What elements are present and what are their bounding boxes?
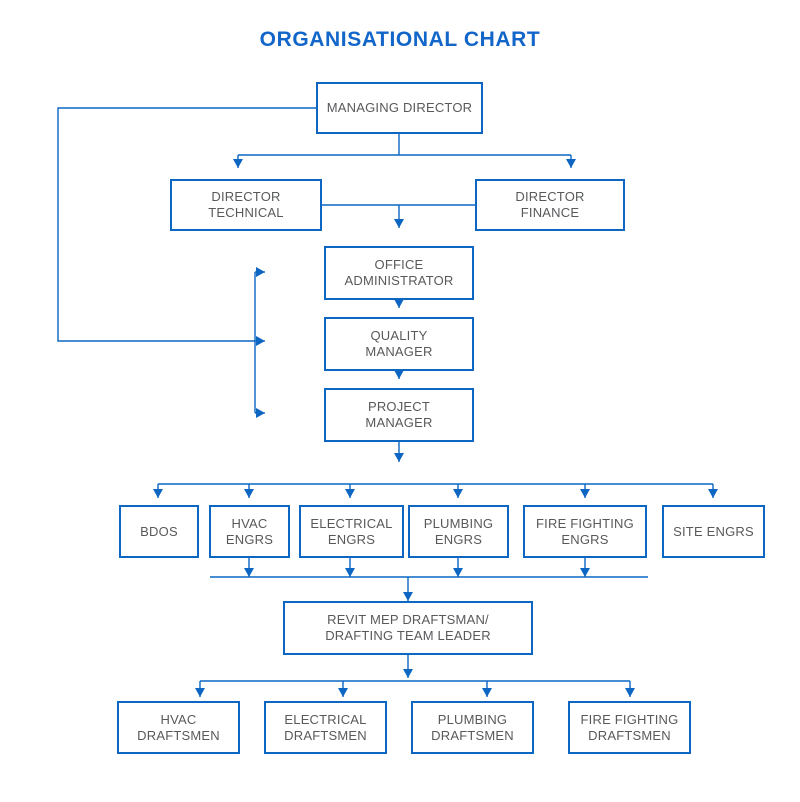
node-managing-director[interactable]: MANAGING DIRECTOR: [316, 82, 483, 134]
node-quality-manager[interactable]: QUALITY MANAGER: [324, 317, 474, 371]
node-project-manager[interactable]: PROJECT MANAGER: [324, 388, 474, 442]
node-fire-fighting-engrs[interactable]: FIRE FIGHTING ENGRS: [523, 505, 647, 558]
page-title: ORGANISATIONAL CHART: [259, 28, 541, 51]
link-md-left-route: [57, 107, 316, 342]
node-hvac-draftsmen[interactable]: HVAC DRAFTSMEN: [117, 701, 240, 754]
node-electrical-draftsmen[interactable]: ELECTRICAL DRAFTSMEN: [264, 701, 387, 754]
node-director-technical[interactable]: DIRECTOR TECHNICAL: [170, 179, 322, 231]
node-site-engrs[interactable]: SITE ENGRS: [662, 505, 765, 558]
node-revit-mep-draftsman[interactable]: REVIT MEP DRAFTSMAN/ DRAFTING TEAM LEADE…: [283, 601, 533, 655]
node-bdos[interactable]: BDOS: [119, 505, 199, 558]
node-office-administrator[interactable]: OFFICE ADMINISTRATOR: [324, 246, 474, 300]
node-electrical-engrs[interactable]: ELECTRICAL ENGRS: [299, 505, 404, 558]
node-hvac-engrs[interactable]: HVAC ENGRS: [209, 505, 290, 558]
node-plumbing-draftsmen[interactable]: PLUMBING DRAFTSMEN: [411, 701, 534, 754]
node-director-finance[interactable]: DIRECTOR FINANCE: [475, 179, 625, 231]
node-fire-fighting-draftsmen[interactable]: FIRE FIGHTING DRAFTSMEN: [568, 701, 691, 754]
node-plumbing-engrs[interactable]: PLUMBING ENGRS: [408, 505, 509, 558]
